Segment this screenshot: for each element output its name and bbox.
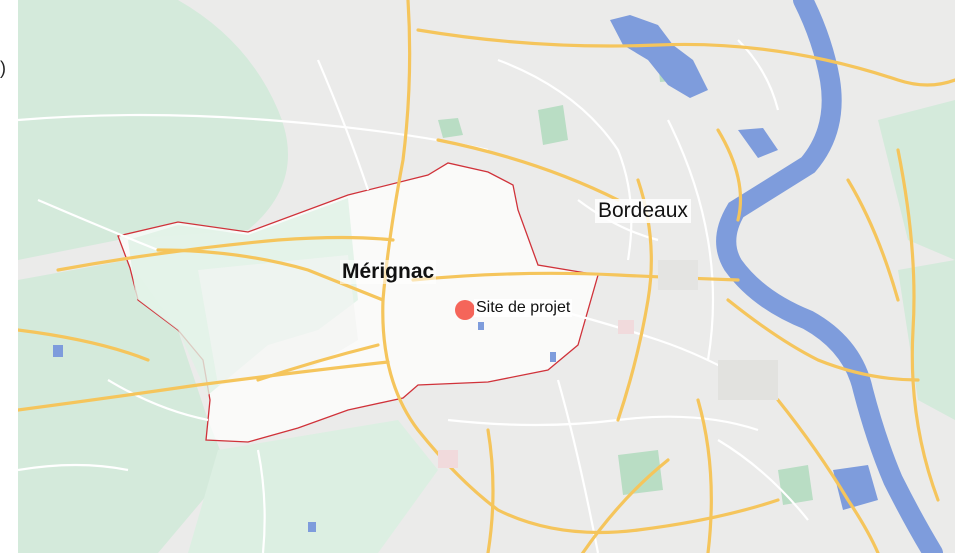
urban-block — [718, 360, 778, 400]
forest-area — [188, 420, 438, 553]
urban-block — [438, 450, 458, 468]
site-label: Site de projet — [474, 299, 573, 317]
river-garonne — [716, 0, 943, 553]
edge-glyph: ) — [0, 58, 6, 78]
site-marker[interactable] — [455, 300, 475, 320]
water-basin — [833, 465, 878, 510]
map-svg — [18, 0, 955, 553]
water-basin — [738, 128, 778, 158]
forest-area — [878, 100, 955, 260]
pond — [53, 345, 63, 357]
park-area — [438, 118, 463, 138]
forest-area — [18, 0, 288, 260]
city-label-merignac: Mérignac — [340, 260, 437, 284]
minor-roads — [18, 39, 809, 553]
pond — [478, 322, 484, 330]
park-area — [538, 105, 568, 145]
forest-area — [18, 260, 228, 553]
map-canvas[interactable]: Mérignac Bordeaux Site de projet — [18, 0, 955, 553]
forest-area — [898, 260, 955, 420]
park-area — [618, 450, 663, 495]
pond — [550, 352, 556, 362]
pond — [308, 522, 316, 532]
airport-zone — [198, 255, 358, 385]
park-area — [778, 465, 813, 505]
lake — [610, 15, 708, 98]
city-label-bordeaux: Bordeaux — [595, 199, 691, 223]
urban-block — [658, 260, 698, 290]
urban-block — [618, 320, 634, 334]
